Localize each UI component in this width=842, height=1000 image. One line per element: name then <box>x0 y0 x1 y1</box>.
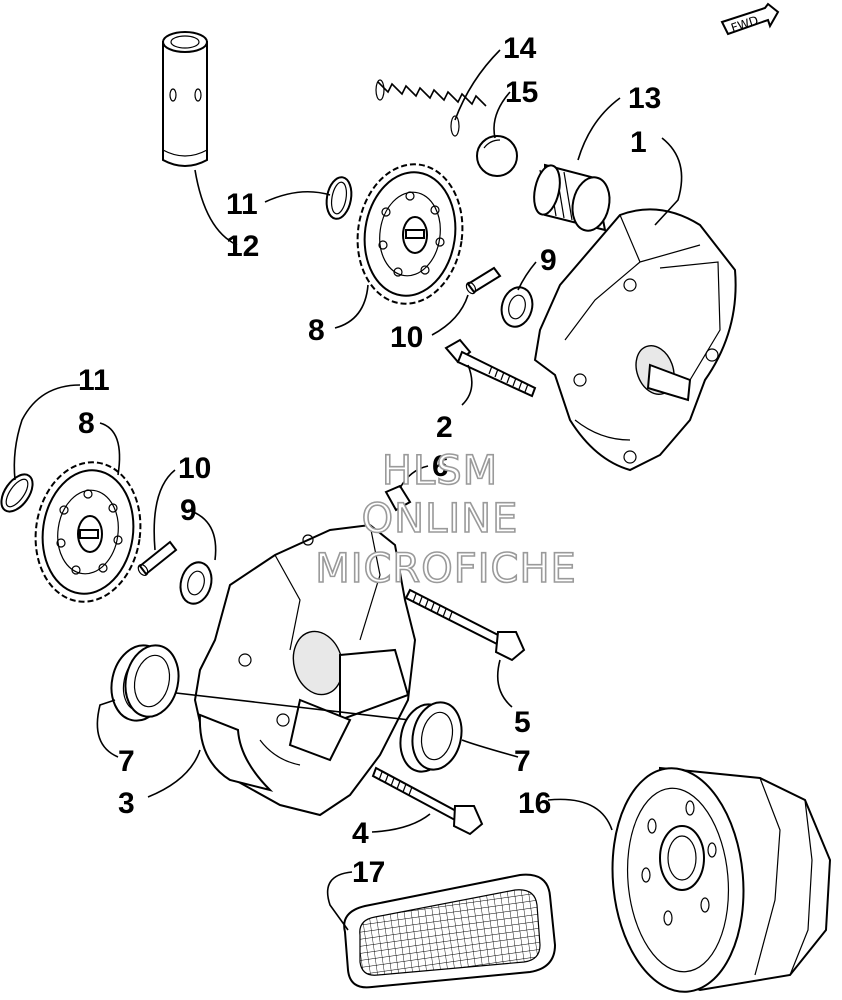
part-17-strainer <box>343 873 557 989</box>
part-5-bolt <box>404 588 526 662</box>
watermark-line-2: ONLINE <box>362 496 519 542</box>
callout-7-right: 7 <box>514 745 531 778</box>
callout-16: 16 <box>518 787 551 820</box>
fwd-label: FWD <box>729 13 760 35</box>
part-9-washer-left <box>179 561 213 605</box>
callout-1: 1 <box>630 126 647 159</box>
callout-11-left: 11 <box>78 364 110 397</box>
part-14-spring <box>375 79 487 137</box>
callout-15: 15 <box>505 76 538 109</box>
part-9-washer-top <box>500 286 534 328</box>
callout-17: 17 <box>352 856 385 889</box>
callout-13: 13 <box>628 82 661 115</box>
part-1-pump-housing <box>533 208 737 472</box>
part-2-bolt <box>444 338 537 398</box>
callout-3: 3 <box>118 787 135 820</box>
part-4-bolt <box>371 766 484 836</box>
callout-9-left: 9 <box>180 494 197 527</box>
callout-6: 6 <box>432 450 449 483</box>
fwd-arrow-icon: FWD <box>720 2 780 36</box>
callout-5: 5 <box>514 706 531 739</box>
part-6-dowel <box>384 484 412 512</box>
part-10-pin-top <box>465 266 502 295</box>
part-12-sleeve <box>162 31 208 167</box>
callout-8-top: 8 <box>308 314 325 347</box>
part-3-pump-body <box>149 523 417 817</box>
part-7-seal-right <box>399 701 463 773</box>
callout-10-top: 10 <box>390 321 423 354</box>
part-16-oil-filter <box>611 766 832 993</box>
callout-2: 2 <box>436 411 453 444</box>
part-8-gear-left <box>34 461 142 603</box>
callout-labels: 14 15 13 1 11 12 9 8 10 2 11 8 10 6 9 5 … <box>78 32 661 889</box>
callout-10-left: 10 <box>178 452 211 485</box>
callout-9-top: 9 <box>540 244 557 277</box>
part-7-seal-left <box>110 644 180 722</box>
callout-11-top: 11 <box>226 188 258 221</box>
watermark-line-3: MICROFICHE <box>315 546 577 592</box>
leader-lines <box>13 49 683 931</box>
part-10-pin-left <box>137 540 178 577</box>
part-15-ball <box>476 135 518 177</box>
part-8-gear-top <box>356 163 464 305</box>
callout-12: 12 <box>226 230 259 263</box>
part-11-circlip-top <box>325 176 353 220</box>
callout-7-left: 7 <box>118 745 135 778</box>
part-13-plug <box>533 163 611 232</box>
callout-8-left: 8 <box>78 407 95 440</box>
callout-4: 4 <box>352 817 369 850</box>
ball-highlight <box>483 139 501 149</box>
watermark: HLSM ONLINE MICROFICHE <box>314 447 577 593</box>
part-11-circlip-left <box>0 473 34 513</box>
watermark-line-1: HLSM <box>382 448 498 494</box>
callout-14: 14 <box>503 32 537 65</box>
